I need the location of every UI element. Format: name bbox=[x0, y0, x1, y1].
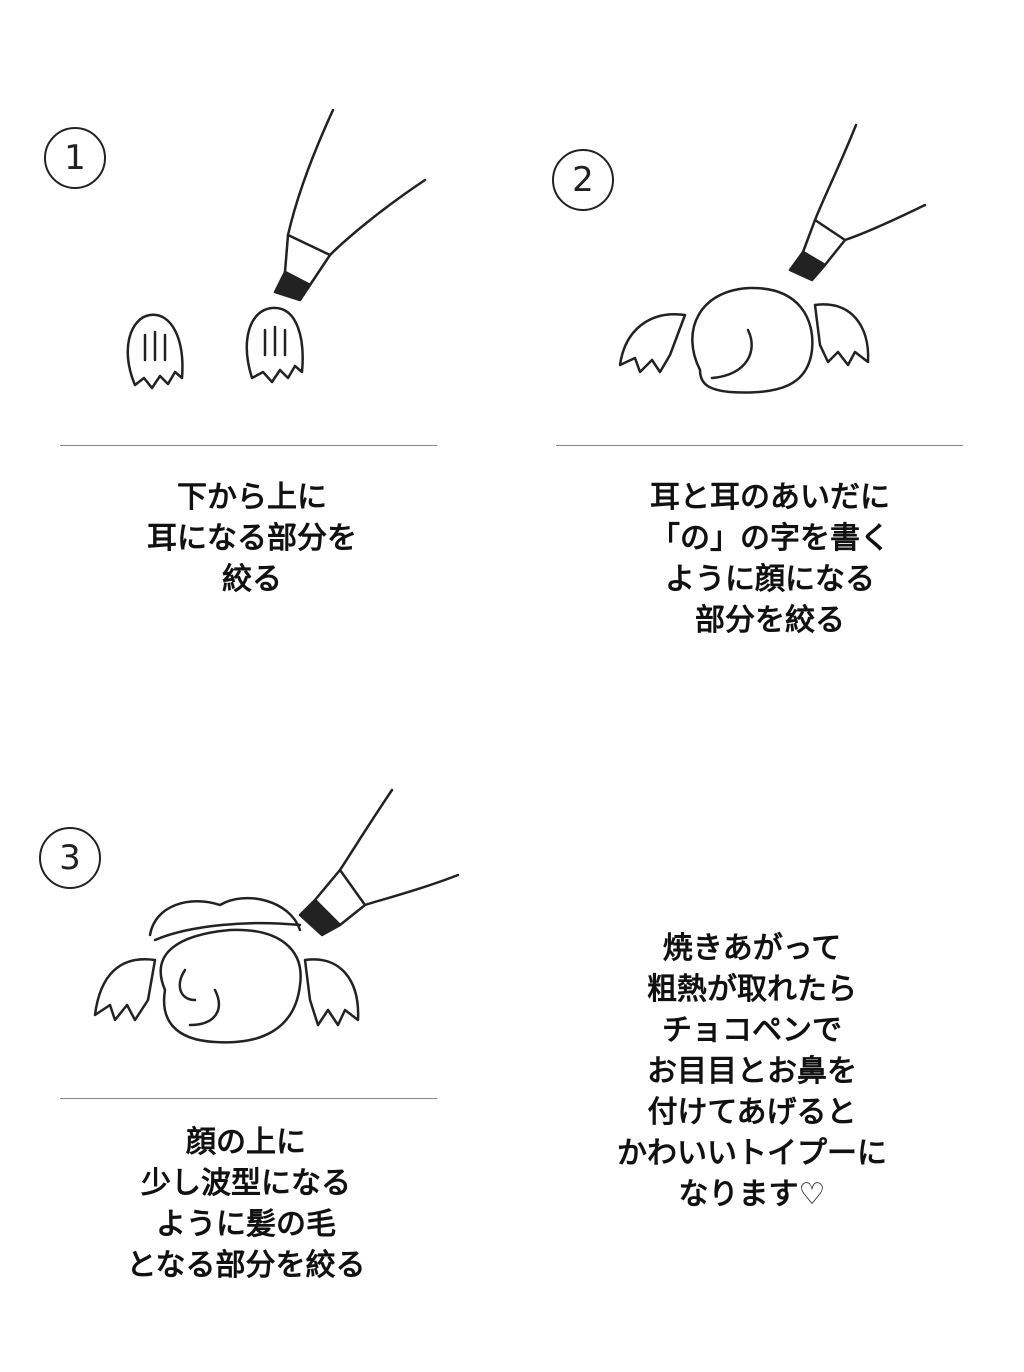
piping-pen-icon bbox=[788, 123, 927, 282]
face-with-hair-shape bbox=[93, 896, 360, 1044]
instruction-line: 下から上に bbox=[177, 480, 327, 515]
instruction-line: 「の」の字を書く bbox=[650, 521, 890, 556]
instruction-line: 付けてあげると bbox=[647, 1095, 857, 1130]
step-number-badge: 3 bbox=[39, 827, 101, 889]
piping-pen-icon bbox=[298, 788, 460, 937]
instruction-line: となる部分を絞る bbox=[126, 1248, 366, 1283]
instruction-line: チョコペンで bbox=[662, 1013, 842, 1048]
instruction-line: なります♡ bbox=[678, 1177, 826, 1212]
instruction-line: かわいいトイプーに bbox=[617, 1136, 887, 1171]
ear-shape-left bbox=[126, 313, 184, 390]
instruction-line: お目目とお鼻を bbox=[647, 1054, 857, 1089]
instruction-line: ように髪の毛 bbox=[155, 1207, 336, 1242]
instruction-line: ように顔になる bbox=[665, 562, 875, 597]
step-number: 1 bbox=[64, 138, 86, 178]
instruction-line: 絞る bbox=[222, 562, 282, 597]
step-number: 3 bbox=[59, 838, 81, 878]
instruction-line: 耳と耳のあいだに bbox=[650, 480, 890, 515]
ear-shape-right bbox=[245, 306, 304, 384]
step-number-badge: 2 bbox=[552, 149, 614, 211]
instruction-line: 焼きあがって bbox=[662, 931, 842, 966]
face-shape bbox=[618, 286, 870, 394]
step-2-instruction: 耳と耳のあいだに 「の」の字を書く ように顔になる 部分を絞る bbox=[650, 477, 890, 641]
piping-pen-icon bbox=[273, 108, 427, 302]
divider bbox=[60, 1098, 437, 1099]
instruction-line: 粗熱が取れたら bbox=[647, 972, 857, 1007]
step-number-badge: 1 bbox=[44, 127, 106, 189]
final-instruction: 焼きあがって 粗熱が取れたら チョコペンで お目目とお鼻を 付けてあげると かわ… bbox=[617, 928, 887, 1215]
step-1-instruction: 下から上に 耳になる部分を 絞る bbox=[147, 477, 357, 600]
divider bbox=[60, 445, 437, 446]
step-number: 2 bbox=[572, 160, 594, 200]
instruction-line: 耳になる部分を bbox=[147, 521, 357, 556]
instruction-line: 顔の上に bbox=[185, 1125, 306, 1160]
divider bbox=[556, 445, 963, 446]
step-3-instruction: 顔の上に 少し波型になる ように髪の毛 となる部分を絞る bbox=[126, 1122, 365, 1286]
instruction-line: 少し波型になる bbox=[140, 1166, 351, 1201]
instruction-line: 部分を絞る bbox=[695, 603, 845, 638]
